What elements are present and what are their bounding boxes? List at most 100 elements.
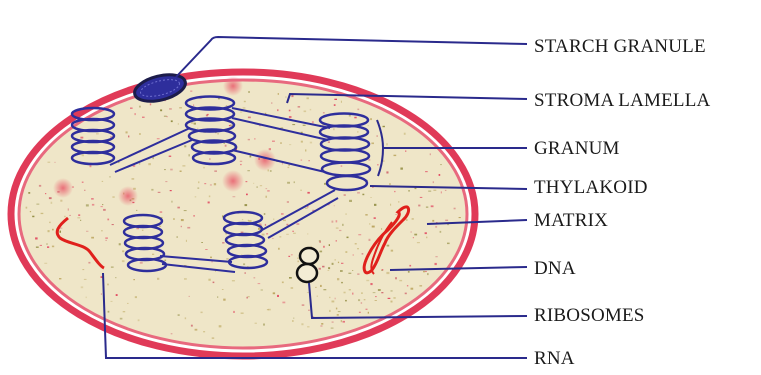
stroma-speckle <box>292 320 294 322</box>
stroma-speckle <box>86 204 89 206</box>
stroma-speckle <box>354 117 356 119</box>
stroma-speckle <box>170 190 172 191</box>
stroma-speckle <box>80 220 81 221</box>
stroma-speckle <box>258 283 261 284</box>
stroma-speckle <box>222 289 224 290</box>
stroma-speckle <box>277 295 279 297</box>
stroma-speckle <box>142 117 145 118</box>
stroma-speckle <box>132 178 135 180</box>
stroma-speckle <box>441 191 442 193</box>
stroma-speckle <box>261 290 263 291</box>
stroma-speckle <box>92 204 94 206</box>
stroma-speckle <box>305 208 308 209</box>
stroma-speckle <box>329 310 330 312</box>
stroma-speckle <box>148 163 151 165</box>
stroma-speckle <box>36 247 39 248</box>
stroma-speckle <box>395 277 397 279</box>
stroma-speckle <box>390 204 391 206</box>
stroma-speckle <box>337 314 339 316</box>
stroma-speckle <box>374 217 376 218</box>
stroma-speckle <box>373 292 376 293</box>
stroma-speckle <box>226 258 228 260</box>
stroma-speckle <box>242 219 243 220</box>
stroma-speckle <box>198 181 199 183</box>
stroma-speckle <box>108 311 110 313</box>
stroma-speckle <box>60 200 62 202</box>
stroma-speckle <box>315 287 316 288</box>
stroma-speckle <box>391 301 393 303</box>
stroma-speckle <box>331 328 334 329</box>
stroma-speckle <box>332 221 334 223</box>
stroma-speckle <box>157 138 160 139</box>
stroma-speckle <box>60 231 62 233</box>
stroma-speckle <box>333 128 334 130</box>
stroma-speckle <box>414 234 417 236</box>
stroma-speckle <box>111 267 114 268</box>
stroma-speckle <box>136 228 139 229</box>
stroma-speckle <box>232 280 235 281</box>
stroma-speckle <box>320 251 323 253</box>
stroma-speckle <box>249 220 252 222</box>
stroma-speckle <box>370 197 371 198</box>
stroma-speckle <box>307 192 309 194</box>
stroma-speckle <box>193 215 195 217</box>
stroma-speckle <box>64 216 66 217</box>
stroma-speckle <box>186 240 187 242</box>
stroma-speckle <box>223 299 225 301</box>
stroma-speckle <box>357 273 359 275</box>
stroma-speckle <box>210 257 212 259</box>
stroma-speckle <box>180 171 182 173</box>
stroma-speckle <box>305 149 306 151</box>
stroma-speckle <box>193 105 194 106</box>
stroma-speckle <box>282 282 284 284</box>
stroma-speckle <box>334 99 337 100</box>
stroma-speckle <box>86 231 88 232</box>
stroma-speckle <box>35 237 38 239</box>
stroma-speckle <box>288 167 290 168</box>
stroma-speckle <box>150 103 151 105</box>
stroma-speckle <box>51 202 53 204</box>
stroma-speckle <box>308 160 310 161</box>
stroma-speckle <box>181 219 184 221</box>
stroma-speckle <box>347 237 349 239</box>
stroma-speckle <box>266 188 268 189</box>
stroma-speckle <box>357 131 358 132</box>
stroma-speckle <box>291 254 293 255</box>
stroma-speckle <box>277 109 278 111</box>
stroma-speckle <box>158 192 161 193</box>
stroma-speckle <box>102 204 103 205</box>
stroma-speckle <box>159 226 161 227</box>
stroma-speckle <box>285 97 286 98</box>
stroma-speckle <box>82 269 84 270</box>
stroma-speckle <box>30 211 31 212</box>
stroma-speckle <box>293 233 296 234</box>
stroma-speckle <box>105 238 108 239</box>
stroma-speckle <box>297 258 298 259</box>
stroma-speckle <box>409 265 411 267</box>
stroma-speckle <box>440 164 442 165</box>
stroma-speckle <box>375 296 376 297</box>
stroma-speckle <box>361 292 363 294</box>
stroma-speckle <box>263 324 265 326</box>
stroma-speckle <box>323 112 325 113</box>
stroma-speckle <box>287 182 290 184</box>
stroma-speckle <box>139 106 140 108</box>
stroma-speckle <box>272 141 275 142</box>
stroma-speckle <box>264 213 266 215</box>
stroma-speckle <box>189 154 190 156</box>
stroma-speckle <box>222 242 224 243</box>
stroma-speckle <box>349 289 351 290</box>
stroma-speckle <box>307 326 309 327</box>
stroma-speckle <box>381 292 383 293</box>
stroma-speckle <box>248 220 249 222</box>
stroma-speckle <box>426 207 428 208</box>
stroma-speckle <box>247 170 250 171</box>
stroma-speckle <box>405 150 406 152</box>
stroma-speckle <box>304 111 307 113</box>
stroma-speckle <box>210 184 212 185</box>
stroma-speckle <box>389 183 391 185</box>
stroma-speckle <box>164 169 166 170</box>
stroma-speckle <box>244 101 246 102</box>
stroma-speckle <box>59 278 61 279</box>
label-dna: DNA <box>534 259 576 278</box>
